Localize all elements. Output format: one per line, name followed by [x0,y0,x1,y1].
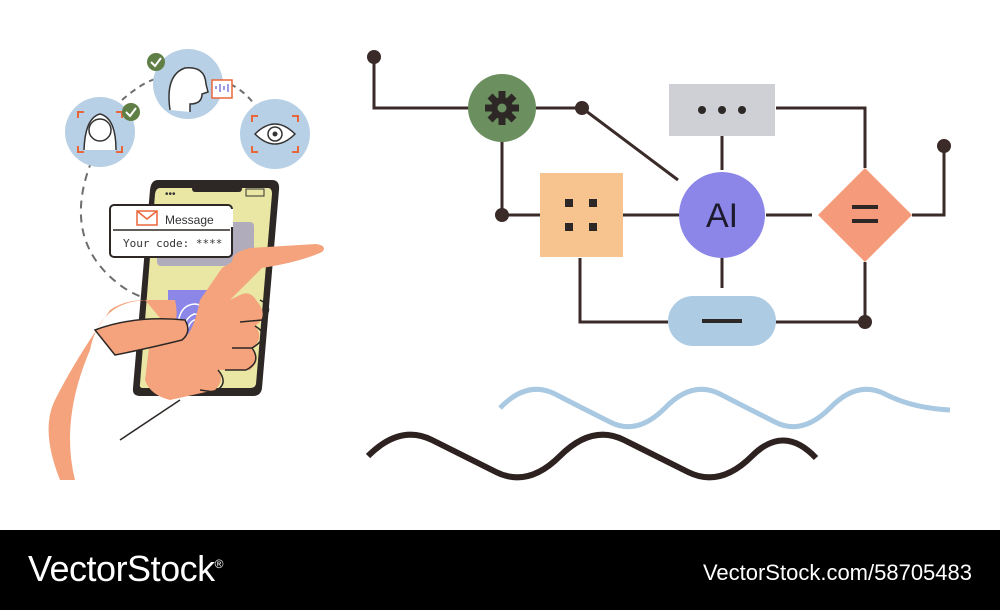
ai-label: AI [706,197,738,235]
ai-node [679,172,765,258]
face-scan-icon [65,97,135,167]
voice-profile-icon [153,49,233,119]
code-text: Your code: **** [123,237,222,250]
brand-mark: ® [214,557,224,571]
check-icon [122,103,140,121]
dark-wave [365,431,819,481]
footer-bar: VectorStock® VectorStock.com/58705483 [0,530,1000,610]
ellipsis-icon [669,84,775,136]
illustration-canvas: ••• Message Your code: **** [48,49,951,481]
stock-id: VectorStock.com/58705483 [702,560,972,585]
connector-dot [367,50,381,64]
flow-connectors [372,57,946,324]
brand-name: VectorStock [28,548,215,589]
illustration-svg: ••• Message Your code: **** [48,49,951,481]
connector-dot [575,101,589,115]
equals-icon [818,168,912,262]
envelope-icon [136,210,158,226]
eye-scan-icon [240,99,310,169]
connector-dot [495,208,509,222]
gear-icon [468,74,536,142]
blue-wave [498,386,951,430]
brand-logo[interactable]: VectorStock® [28,548,223,590]
hand [48,244,325,480]
connector-dot [858,315,872,329]
message-title: Message [165,213,214,227]
check-icon [147,53,165,71]
dashed-connector [121,77,161,101]
svg-text:•••: ••• [165,189,176,200]
four-dots-icon [540,173,623,257]
connector-dot [937,139,951,153]
minus-icon [668,296,776,346]
